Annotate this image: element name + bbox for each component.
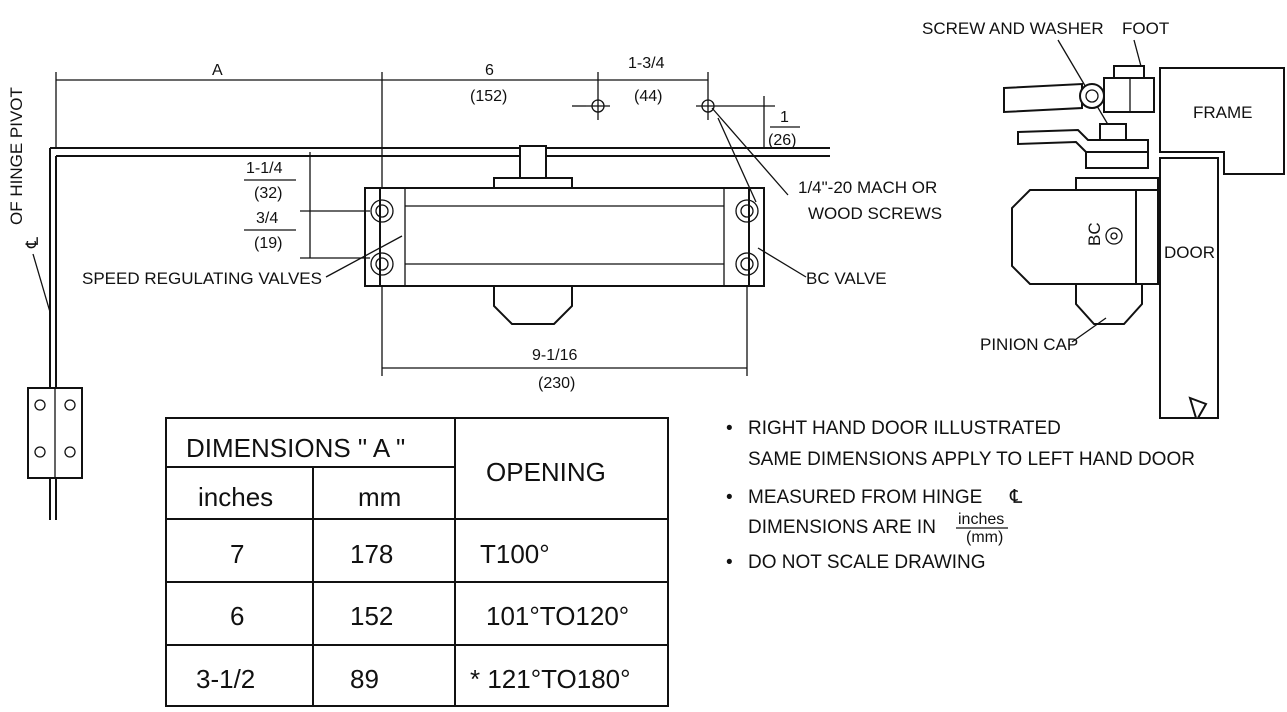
table-row-3-opening: * 121°TO180° (470, 664, 631, 694)
dim-1-in: 1 (780, 109, 789, 126)
dim-1-1-4-in: 1-1/4 (246, 160, 283, 177)
dim-9-1-16-mm: (230) (538, 375, 575, 392)
table-row-2-opening: 101°TO120° (486, 601, 629, 631)
dim-1-1-4-mm: (32) (254, 185, 282, 202)
dimension-left-vertical: 1-1/4 (32) 3/4 (19) (244, 152, 370, 259)
dimension-a: A (55, 62, 383, 190)
dim-3-4-in: 3/4 (256, 210, 278, 227)
dimension-9-1-16: 9-1/16 (230) (381, 286, 748, 392)
dim-1-3-4-mm: (44) (634, 88, 662, 105)
table-row-1-mm: 178 (350, 539, 393, 569)
note-1b: SAME DIMENSIONS APPLY TO LEFT HAND DOOR (748, 449, 1195, 470)
dim-1-3-4-in: 1-3/4 (628, 55, 665, 72)
note-2-centerline: ℄ (1009, 487, 1023, 508)
bc-side-label: BC (1085, 222, 1104, 246)
arm-assembly (1003, 65, 1159, 191)
hinge-pivot-text: OF HINGE PIVOT (7, 87, 26, 225)
mach-screws-label-1: 1/4"-20 MACH OR (798, 178, 937, 197)
hinge-plate (27, 387, 83, 479)
table-row-2-inches: 6 (230, 601, 244, 631)
note-bullet-1: • (726, 418, 733, 439)
note-bullet-3: • (726, 552, 733, 573)
frame-label: FRAME (1193, 103, 1253, 122)
note-bullet-2: • (726, 487, 733, 508)
table-row-2-mm: 152 (350, 601, 393, 631)
dim-6-in: 6 (485, 62, 494, 79)
dimension-1-3-4: 1-3/4 (44) (572, 55, 720, 120)
table-row-3-inches: 3-1/2 (196, 664, 255, 694)
note-2-frac-bottom: (mm) (966, 529, 1003, 546)
mach-screws-label-2: WOOD SCREWS (808, 204, 942, 223)
dim-1-mm: (26) (768, 132, 796, 149)
note-2-frac-top: inches (958, 511, 1004, 528)
note-2a: MEASURED FROM HINGE (748, 487, 982, 508)
screw-washer-label: SCREW AND WASHER (922, 19, 1104, 38)
centerline-symbol: ℄ (23, 237, 42, 249)
table-row-1-inches: 7 (230, 539, 244, 569)
dim-a-label: A (212, 62, 223, 79)
frame-shape (1159, 67, 1285, 175)
closer-body-side: BC (1011, 189, 1159, 325)
table-header-opening: OPENING (486, 457, 606, 487)
closer-body-front (364, 145, 765, 325)
pinion-cap-label: PINION CAP (980, 335, 1078, 354)
dimensions-table (165, 417, 669, 707)
table-row-3-mm: 89 (350, 664, 379, 694)
hinge-pivot-label: ℄ OF HINGE PIVOT (7, 87, 51, 313)
dim-6-mm: (152) (470, 88, 507, 105)
foot-label: FOOT (1122, 19, 1169, 38)
note-1a: RIGHT HAND DOOR ILLUSTRATED (748, 418, 1061, 439)
bc-valve-label: BC VALVE (806, 269, 887, 288)
leader-lines (325, 107, 807, 278)
table-sub-mm: mm (358, 482, 401, 512)
speed-valves-label: SPEED REGULATING VALVES (82, 269, 322, 288)
note-2b: DIMENSIONS ARE IN (748, 517, 936, 538)
dim-9-1-16-in: 9-1/16 (532, 347, 577, 364)
notes-block: • RIGHT HAND DOOR ILLUSTRATED SAME DIMEN… (726, 418, 1195, 573)
note-3: DO NOT SCALE DRAWING (748, 552, 986, 573)
table-header-dimensions: DIMENSIONS " A " (186, 433, 405, 463)
table-row-1-opening: T100° (480, 539, 550, 569)
table-sub-inches: inches (198, 482, 273, 512)
door-label: DOOR (1164, 243, 1215, 262)
dimension-6: 6 (152) (382, 62, 598, 105)
dimension-1: 1 (26) (720, 96, 800, 149)
door-shape (1159, 157, 1219, 419)
dim-3-4-mm: (19) (254, 235, 282, 252)
